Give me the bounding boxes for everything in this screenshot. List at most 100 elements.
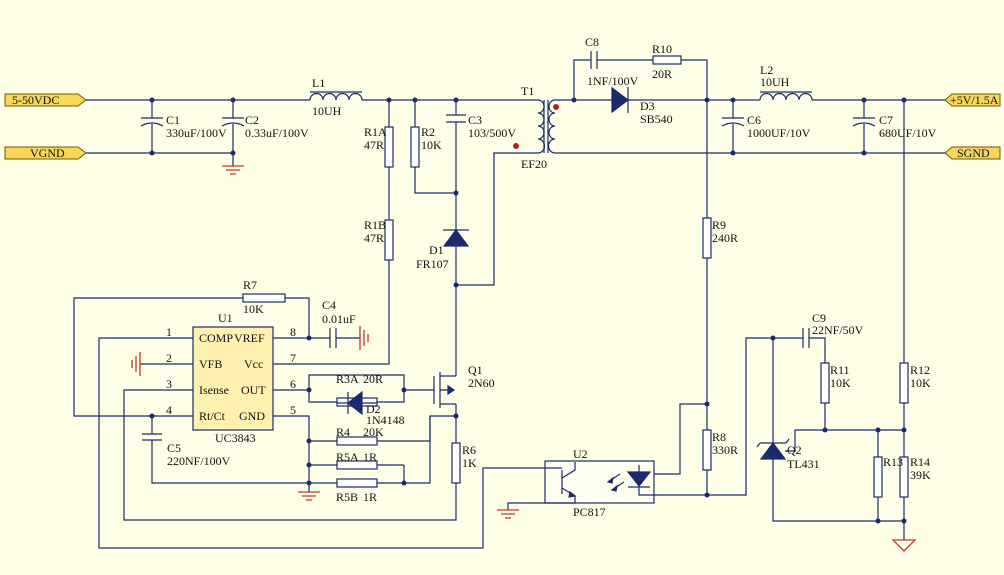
label-r11-value: 10K: [830, 376, 851, 390]
label-c9-value: 22NF/50V: [812, 323, 864, 337]
optocoupler-u2: [507, 460, 707, 510]
label-c8-ref: C8: [585, 35, 599, 49]
label-r3a-value: 20R: [363, 372, 383, 386]
label-r7-ref: R7: [243, 278, 257, 292]
label-r1b-value: 47R: [364, 231, 384, 245]
diode-d3: [611, 86, 629, 114]
label-c7-ref: C7: [879, 113, 893, 127]
label-r5b-ref: R5B: [336, 490, 358, 504]
snubber-r2-c3: [410, 97, 466, 230]
label-c5-value: 220NF/100V: [167, 454, 231, 468]
label-t1-value: EF20: [521, 157, 547, 171]
u1-pin-number-8: 8: [290, 325, 296, 339]
u1-pin-vref: VREF: [234, 331, 265, 345]
label-l1-value: 10UH: [312, 104, 342, 118]
label-r6-ref: R6: [462, 443, 476, 457]
label-u1-value: UC3843: [215, 431, 256, 445]
label-u2-ref: U2: [573, 447, 588, 461]
port-vgnd: VGND: [4, 146, 87, 160]
u1-pin-out: OUT: [241, 383, 266, 397]
label-r12-value: 10K: [910, 376, 931, 390]
label-r10-ref: R10: [652, 42, 672, 56]
u1-pin-gnd: GND: [239, 409, 265, 423]
label-r13-ref: R13: [883, 455, 903, 469]
label-r7-value: 10K: [243, 302, 264, 316]
label-c1-ref: C1: [166, 113, 180, 127]
ground-symbol-input: [222, 165, 244, 175]
label-u2-value: PC817: [573, 505, 606, 519]
label-c6-value: 1000UF/10V: [747, 126, 811, 140]
label-c2-value: 0.33uF/100V: [245, 126, 309, 140]
u1-pin-isense: Isense: [199, 383, 229, 397]
label-r12-ref: R12: [910, 363, 930, 377]
label-r1b-ref: R1B: [364, 218, 386, 232]
label-r2-value: 10K: [421, 138, 442, 152]
label-c1-value: 330uF/100V: [166, 126, 227, 140]
label-r4-ref: R4: [336, 425, 350, 439]
inductor-l2: [759, 91, 813, 101]
u1-wiring: [73, 293, 545, 549]
label-r5a-value: 1R: [363, 450, 377, 464]
label-c4-ref: C4: [322, 298, 336, 312]
label-d2-value: 1N4148: [366, 413, 405, 427]
resistor-r6: [451, 442, 461, 484]
label-r2-ref: R2: [421, 125, 435, 139]
u1-pin-vcc: Vcc: [244, 357, 263, 371]
label-c5-ref: C5: [167, 441, 181, 455]
ground-symbol-u2: [497, 509, 519, 519]
label-d1-ref: D1: [429, 243, 444, 257]
label-r5a-ref: R5A: [336, 450, 359, 464]
u1-pin-number-1: 1: [166, 325, 172, 339]
port-sgnd: SGND: [944, 146, 1001, 160]
capacitor-c7: [852, 100, 876, 153]
resistor-chain-r1: [309, 97, 394, 365]
feedback-network: [707, 100, 909, 540]
inductor-l1: [309, 91, 363, 101]
label-r4-value: 20K: [363, 425, 384, 439]
label-c4-value: 0.01uF: [322, 312, 356, 326]
label-c7-value: 680UF/10V: [879, 126, 937, 140]
label-l2-value: 10UH: [760, 75, 790, 89]
label-c9-ref: C9: [812, 311, 826, 325]
port-vin: 5-50VDC: [4, 93, 87, 107]
label-l2-ref: L2: [760, 63, 773, 77]
label-t1-ref: T1: [521, 84, 534, 98]
label-r11-ref: R11: [830, 363, 850, 377]
mosfet-q1: [433, 285, 459, 443]
label-r1a-value: 47R: [364, 138, 384, 152]
label-r14-value: 39K: [910, 468, 931, 482]
label-c2-ref: C2: [245, 113, 259, 127]
label-r9-ref: R9: [712, 218, 726, 232]
label-c8-value: 1NF/100V: [587, 74, 639, 88]
port-sgnd-label: SGND: [957, 146, 990, 160]
u1-pin-comp: COMP: [199, 331, 233, 345]
label-q2-ref: Q2: [787, 443, 802, 457]
u1-pin-number-2: 2: [166, 351, 172, 365]
snubber-c8-r10: [573, 51, 708, 100]
transformer-t1: [513, 99, 559, 154]
label-r10-value: 20R: [652, 67, 672, 81]
u1-pin-rtct: Rt/Ct: [199, 409, 226, 423]
ground-symbol-output: [891, 539, 917, 552]
label-r8-value: 330R: [712, 443, 738, 457]
label-r14-ref: R14: [910, 455, 930, 469]
label-c3-value: 103/500V: [468, 126, 516, 140]
diode-d2: [337, 390, 377, 416]
u1-pin-number-3: 3: [166, 377, 172, 391]
port-vgnd-label: VGND: [30, 146, 65, 160]
label-d2-ref: D2: [366, 402, 381, 416]
resistor-r9-r8: [654, 100, 712, 498]
label-c6-ref: C6: [747, 113, 761, 127]
port-vout-label: +5V/1.5A: [950, 93, 999, 107]
label-d1-value: FR107: [416, 257, 449, 271]
u1-pin-vfb: VFB: [199, 357, 222, 371]
ic-u1-uc3843: COMP VFB Isense Rt/Ct VREF Vcc OUT GND 1…: [166, 325, 296, 431]
port-vin-label: 5-50VDC: [12, 93, 59, 107]
capacitor-c6: [721, 100, 745, 153]
label-d3-value: SB540: [640, 112, 673, 126]
label-d3-ref: D3: [640, 99, 655, 113]
diode-d1: [442, 152, 528, 288]
label-r5b-value: 1R: [363, 490, 377, 504]
label-q2-value: TL431: [787, 457, 820, 471]
